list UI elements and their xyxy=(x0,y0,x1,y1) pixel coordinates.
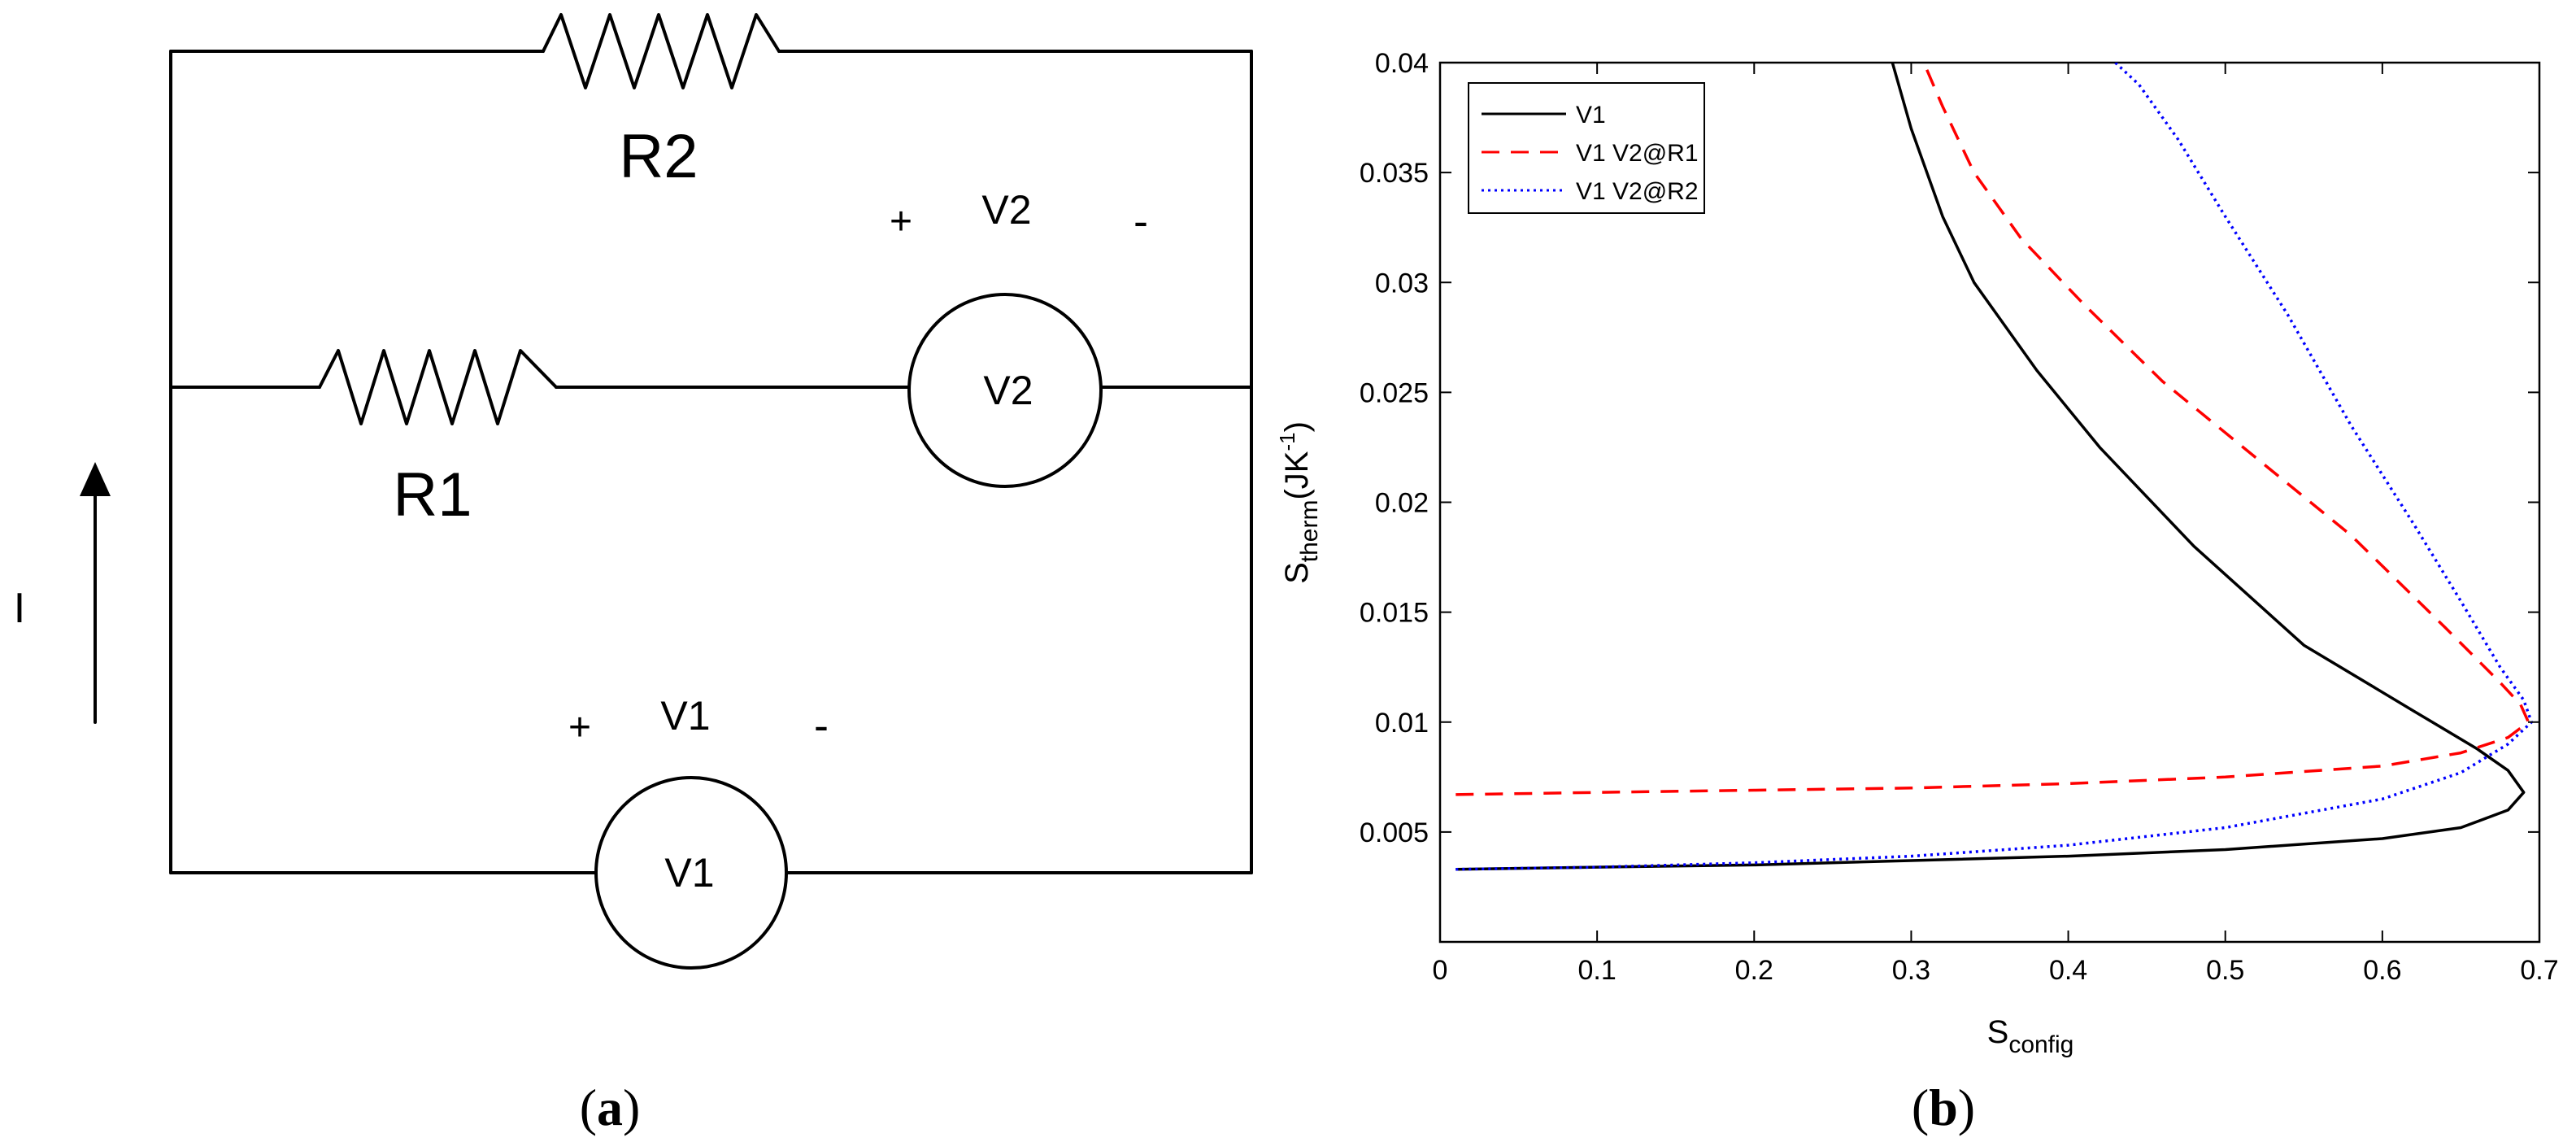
y-tick-label: 0.02 xyxy=(1375,488,1429,519)
v2-plus-sign: + xyxy=(890,200,912,243)
current-arrow-head xyxy=(80,462,111,496)
series-line-3 xyxy=(1456,63,2534,871)
x-tick-label: 0 xyxy=(1433,955,1448,986)
v2-header-label: V2 xyxy=(981,187,1031,233)
panel-a-caption: (a) xyxy=(580,1079,641,1136)
series-line-2 xyxy=(1456,63,2530,796)
y-tick-label: 0.005 xyxy=(1360,817,1429,848)
legend-entry-3: V1 V2@R2 xyxy=(1576,178,1699,205)
panel-b-caption: (b) xyxy=(1912,1079,1975,1136)
entropy-chart: 0 0.1 0.2 0.3 0.4 0.5 0.6 0.7 0.005 0.01 0.015 0.02… xyxy=(1275,48,2559,1136)
voltmeter-v2 xyxy=(907,293,1103,488)
circuit-labels: R2 R1 I + V2 - V2 + V1 - V1 (a) xyxy=(14,122,1148,1136)
resistor-r2 xyxy=(542,13,781,89)
x-axis-label: Sconfig xyxy=(1987,1014,2074,1058)
x-tick-label: 0.6 xyxy=(2363,955,2401,986)
x-tick-label: 0.2 xyxy=(1735,955,1773,986)
chart-ticks: 0 0.1 0.2 0.3 0.4 0.5 0.6 0.7 0.005 0.01 0.015 0.02… xyxy=(1360,48,2559,986)
v2-minus-sign: - xyxy=(1134,197,1148,246)
x-tick-label: 0.4 xyxy=(2049,955,2087,986)
x-tick-label: 0.1 xyxy=(1578,955,1617,986)
resistor-r1 xyxy=(318,349,558,425)
current-label: I xyxy=(14,585,25,632)
x-tick-label: 0.3 xyxy=(1892,955,1930,986)
x-tick-label: 0.7 xyxy=(2520,955,2558,986)
v1-minus-sign: - xyxy=(814,701,829,750)
v1-plus-sign: + xyxy=(568,706,591,749)
v1-header-label: V1 xyxy=(660,693,710,739)
x-tick-label: 0.5 xyxy=(2206,955,2244,986)
y-tick-label: 0.035 xyxy=(1360,158,1429,189)
y-tick-label: 0.025 xyxy=(1360,377,1429,408)
y-axis-label: Stherm(JK-1) xyxy=(1275,421,1323,584)
resistor-r1-label: R1 xyxy=(393,460,472,530)
chart-series xyxy=(1456,63,2534,871)
chart-legend: V1 V1 V2@R1 V1 V2@R2 xyxy=(1468,82,1705,214)
v2-meter-label: V2 xyxy=(983,368,1033,413)
v1-meter-label: V1 xyxy=(664,850,714,896)
y-tick-label: 0.015 xyxy=(1360,598,1429,629)
y-tick-label: 0.01 xyxy=(1375,708,1429,739)
y-tick-label: 0.03 xyxy=(1375,268,1429,299)
resistor-r2-label: R2 xyxy=(619,122,698,191)
legend-entry-1: V1 xyxy=(1576,102,1606,129)
circuit-diagram xyxy=(80,13,1253,970)
y-tick-label: 0.04 xyxy=(1375,48,1429,79)
series-line-1 xyxy=(1456,63,2526,871)
legend-entry-2: V1 V2@R1 xyxy=(1576,140,1699,167)
